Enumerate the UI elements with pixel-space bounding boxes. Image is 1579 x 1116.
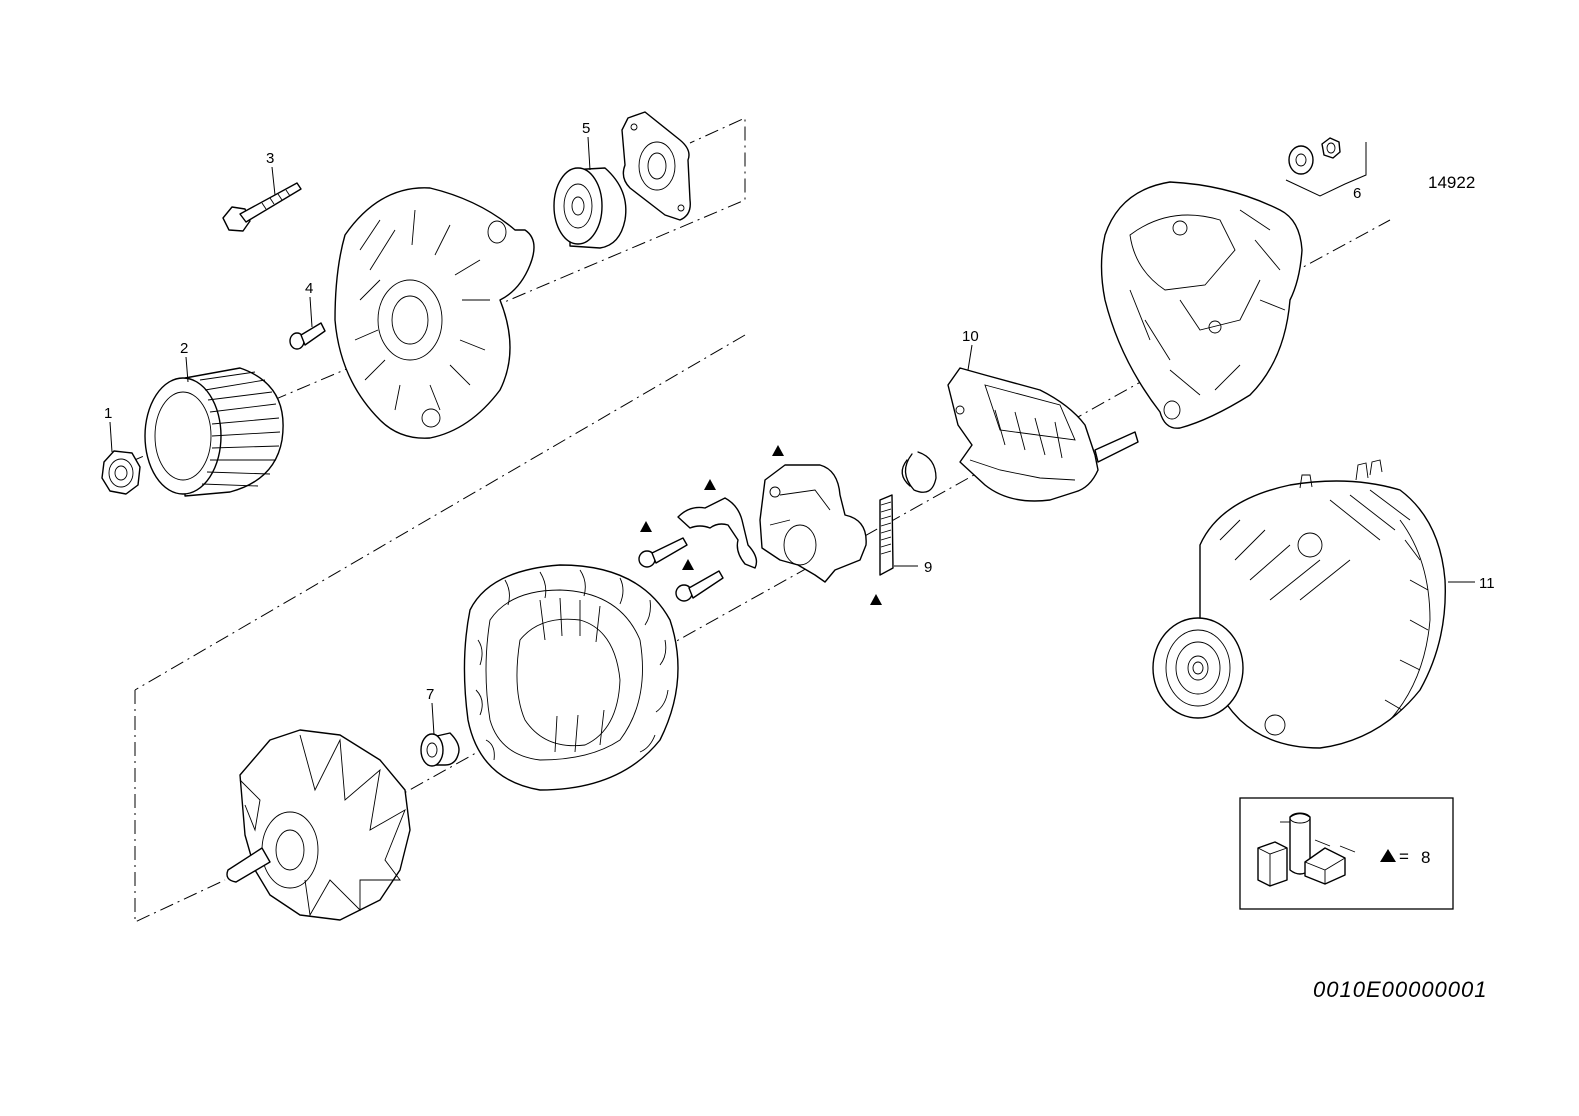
alternator-assembly-part[interactable] [1152,459,1446,749]
callout-10: 10 [962,328,979,345]
parts-kit-icon [1257,812,1356,887]
callout-4: 4 [305,280,313,297]
screw-small-part[interactable] [289,322,326,350]
callout-labels: 1 2 3 4 5 6 7 9 10 11 [104,120,1495,703]
callout-5: 5 [582,120,590,137]
snap-ring-part[interactable] [901,451,937,493]
legend-triangle-icon [1380,849,1396,862]
legend-box: = 8 [1239,797,1454,910]
bearing-part[interactable] [553,167,627,249]
rectifier-part[interactable] [947,367,1139,502]
callout-11: 11 [1479,575,1495,592]
legend-equals: = [1399,847,1409,866]
stator-part[interactable] [463,564,679,791]
nut-part[interactable] [101,450,141,495]
triangle-marker-icon [772,445,784,456]
triangle-markers [640,445,882,605]
triangle-marker-icon [682,559,694,570]
voltage-regulator-part[interactable] [759,464,867,583]
triangle-marker-icon [704,479,716,490]
callout-3: 3 [266,150,274,167]
callout-9: 9 [924,559,932,576]
screw-b-part[interactable] [675,570,724,602]
drawing-code: 0010E00000001 [1313,977,1488,1002]
legend-value: 8 [1421,848,1430,867]
retaining-plate-part[interactable] [621,111,691,221]
pulley-part[interactable] [144,367,284,497]
callout-1: 1 [104,405,112,422]
rotor-part[interactable] [226,729,411,921]
callout-7: 7 [426,686,434,703]
small-bearing-part[interactable] [420,732,460,767]
slip-ring-end-housing-part[interactable] [1100,181,1303,429]
carbon-brush-part[interactable] [879,494,894,576]
triangle-marker-icon [870,594,882,605]
callout-2: 2 [180,340,188,357]
leader-lines [109,136,1475,736]
bracket-clip-part[interactable] [677,497,758,569]
sheet-number: 14922 [1428,173,1475,192]
triangle-marker-icon [640,521,652,532]
nut-pair-part[interactable] [1288,137,1341,175]
drive-end-housing-part[interactable] [334,187,535,439]
screw-a-part[interactable] [638,537,688,568]
bolt-long-part[interactable] [222,182,302,232]
callout-6: 6 [1353,185,1361,202]
